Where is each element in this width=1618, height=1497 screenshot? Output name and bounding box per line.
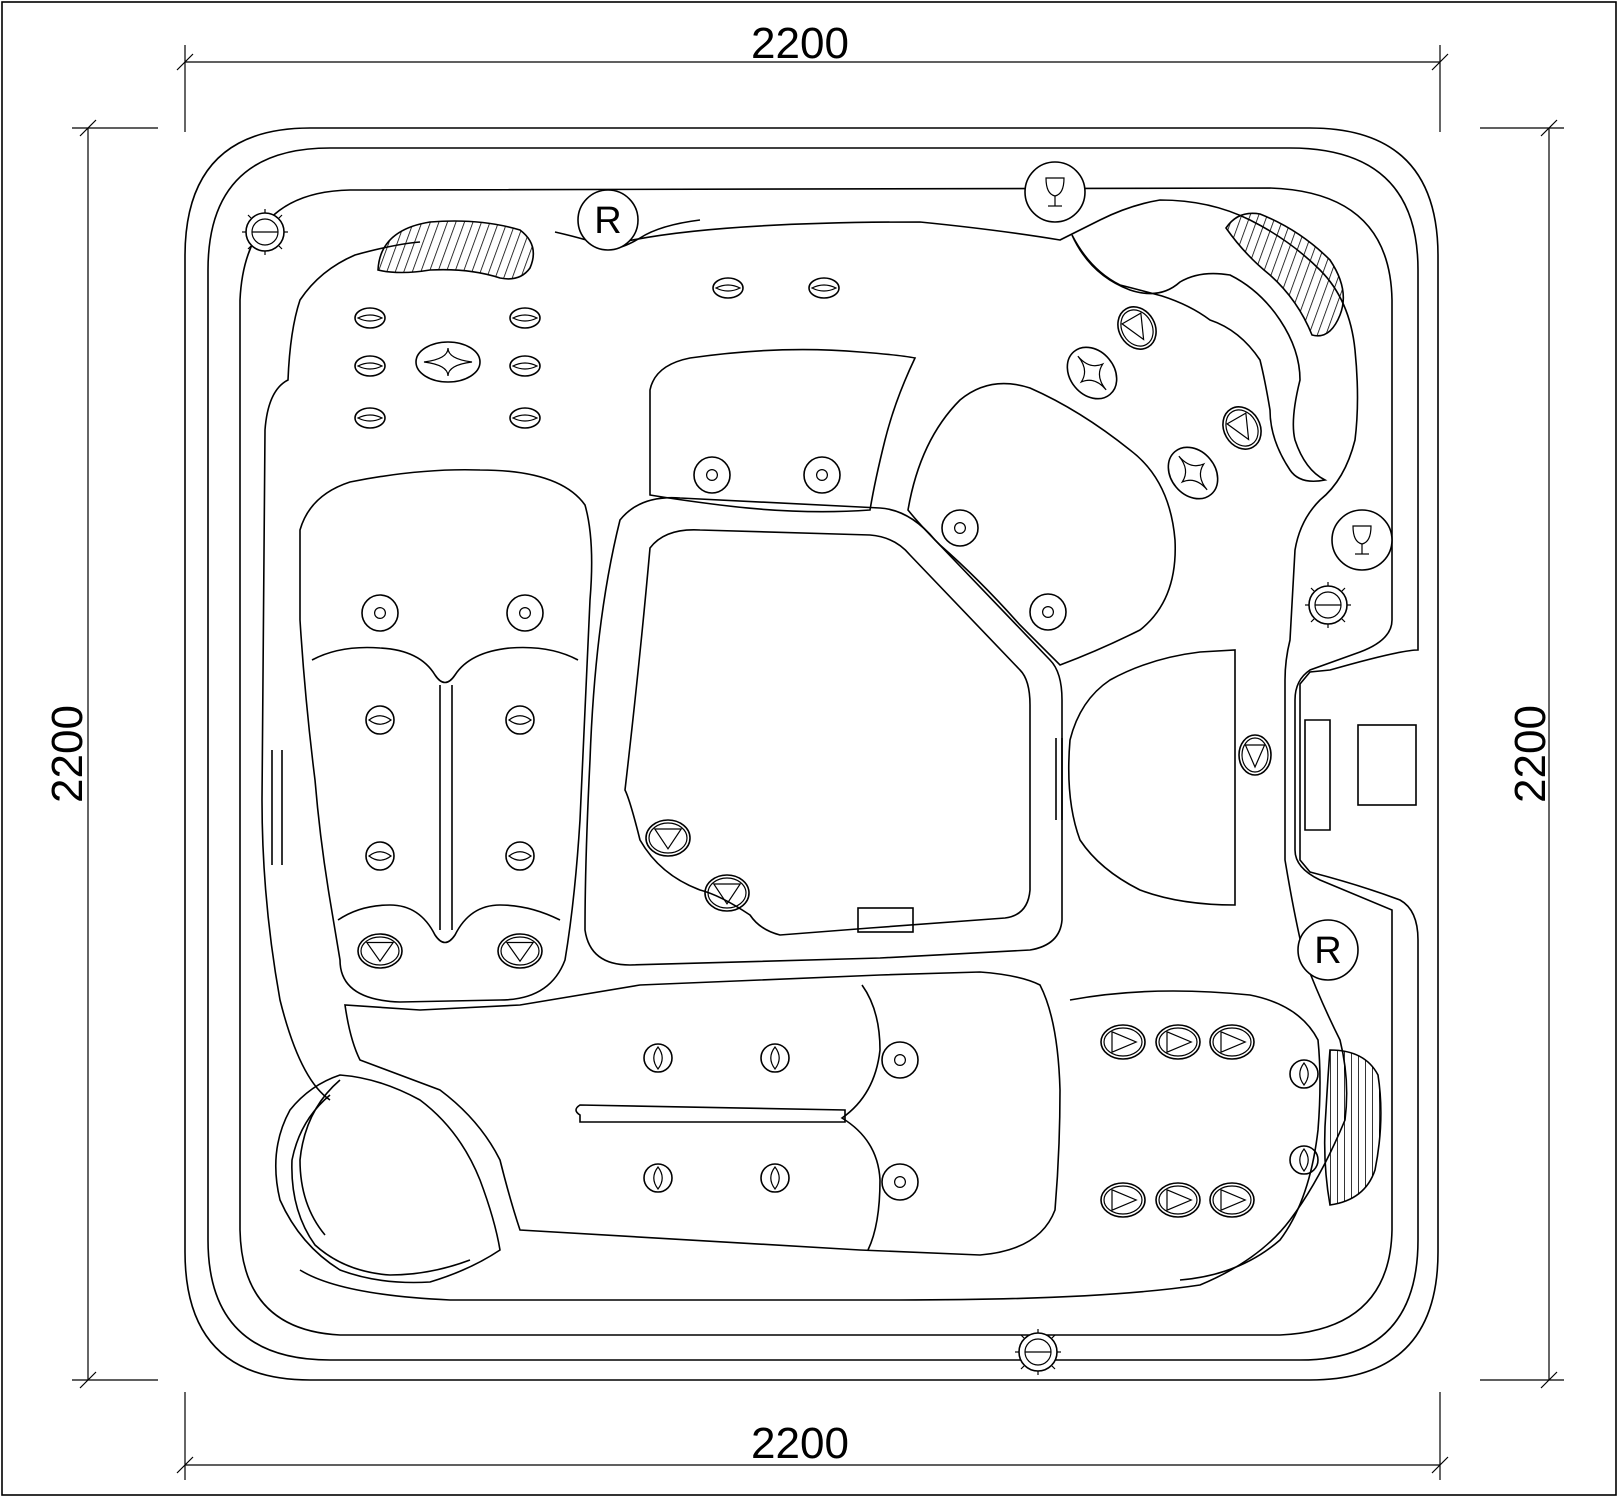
footwell-outer [584, 496, 1063, 966]
seat-corner-bottom-left-inner [291, 1094, 471, 1276]
jet-icon [506, 594, 544, 632]
dimension-top: 2200 [176, 19, 1449, 132]
seat-left-lounger-upper-contour [311, 646, 579, 684]
seat-bottom-lounger [344, 971, 1061, 1256]
return-marker-top-label: R [594, 200, 621, 242]
jet-icon [354, 355, 386, 377]
seat-top-right [907, 382, 1177, 666]
jet-icon [1289, 1059, 1319, 1089]
seat-top-center [649, 348, 917, 513]
jet-icon [643, 1043, 673, 1073]
spa-outer-cabinet [184, 127, 1439, 1381]
jet-icon [357, 933, 403, 969]
seat-corner-bottom-left-inner-2 [299, 1079, 341, 1236]
air-control-knob-icon[interactable] [1015, 1329, 1061, 1375]
return-marker-right: R [1297, 919, 1359, 981]
jet-icon [1029, 593, 1067, 631]
jet-icon [509, 407, 541, 429]
return-marker-top: R [577, 189, 639, 251]
spa-top-rim [207, 147, 1419, 1361]
jet-icon [509, 307, 541, 329]
seat-bottom-lounger-contour [840, 984, 881, 1251]
jet-icon [497, 933, 543, 969]
jet-icon [1155, 1182, 1201, 1218]
jet-icon [803, 456, 841, 494]
jet-icon [1289, 1145, 1319, 1175]
jet-icon [760, 1163, 790, 1193]
seat-bottom-right [1069, 990, 1321, 1281]
jet-icon [505, 705, 535, 735]
jet-icon [361, 594, 399, 632]
jet-icon [808, 277, 840, 299]
jet-icon [354, 407, 386, 429]
headrest-pillow-right [1323, 1049, 1382, 1206]
wine-glass-icon [1331, 509, 1393, 571]
dimension-right: 2200 [1480, 119, 1564, 1389]
seat-bottom-lounger-divider [575, 1104, 846, 1123]
jet-icon [365, 841, 395, 871]
dimension-top-label: 2200 [751, 19, 849, 68]
air-control-knob-icon[interactable] [1305, 582, 1351, 628]
seat-corner-bottom-left [275, 1074, 501, 1284]
dimension-bottom: 2200 [176, 1392, 1449, 1480]
headrest-pillow-top-left [377, 220, 535, 280]
jet-icon [760, 1043, 790, 1073]
jet-icon [941, 509, 979, 547]
jet-icon [365, 705, 395, 735]
air-control-knob-icon[interactable] [242, 209, 288, 255]
jet-icon [693, 456, 731, 494]
jet-icon [415, 341, 481, 383]
jet-icon [354, 307, 386, 329]
jet-icon [1117, 306, 1157, 350]
jet-icon [509, 355, 541, 377]
jet-icon [1066, 346, 1118, 400]
dimension-bottom-label: 2200 [751, 1419, 849, 1468]
jet-icon [704, 874, 750, 912]
jet-icon [1238, 734, 1272, 776]
seat-left-lounger-lower-contour [337, 904, 561, 944]
jet-icon [1155, 1024, 1201, 1060]
headrest-pillow-top-right [1225, 212, 1345, 337]
jet-icon [1100, 1024, 1146, 1060]
jet-icon [1100, 1182, 1146, 1218]
spa-acrylic-lip [239, 187, 1393, 1336]
return-marker-right-label: R [1314, 930, 1341, 972]
jet-icon [1222, 406, 1262, 450]
jet-icon [643, 1163, 673, 1193]
jet-icon [1209, 1024, 1255, 1060]
wine-glass-icon [1024, 161, 1086, 223]
seat-right-middle [1067, 649, 1236, 906]
jet-icon [645, 819, 691, 857]
jet-icon [712, 277, 744, 299]
filter-skimmer-door [1357, 724, 1417, 806]
dimension-left-label: 2200 [43, 705, 92, 803]
jet-icon [881, 1041, 919, 1079]
footwell-inner [624, 529, 1031, 936]
filter-skimmer [1304, 719, 1331, 831]
seat-left-lounger [299, 468, 593, 1003]
spa-seating-contour [261, 199, 1359, 1301]
jets-layer [354, 277, 1319, 1218]
drain-cover [857, 907, 914, 933]
dimension-right-label: 2200 [1506, 705, 1555, 803]
dimension-left: 2200 [43, 119, 158, 1389]
jet-icon [1167, 446, 1219, 500]
jet-icon [505, 841, 535, 871]
lounger-armrest [1071, 234, 1328, 483]
jet-icon [881, 1163, 919, 1201]
jet-icon [1209, 1182, 1255, 1218]
